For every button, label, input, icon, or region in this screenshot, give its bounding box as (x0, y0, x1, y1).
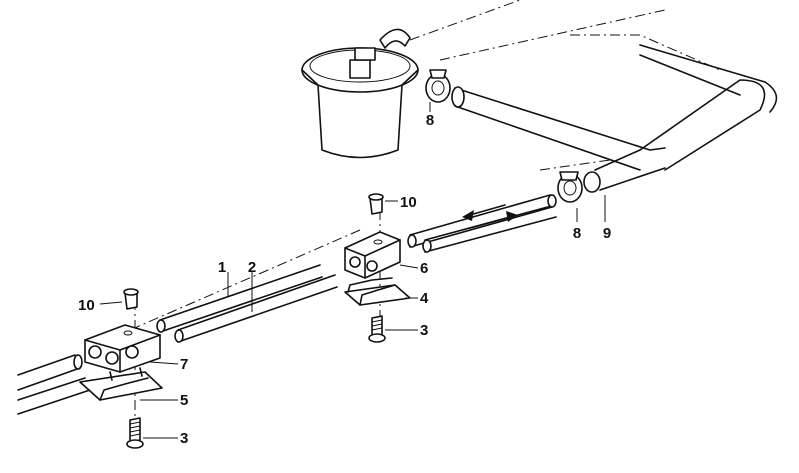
callout-2: 2 (248, 259, 256, 276)
fuel-lines-middle (156, 264, 338, 343)
bracket-upper (344, 277, 411, 306)
screw-lower (126, 417, 144, 449)
rivet-plug-lower (123, 288, 139, 310)
hose-clamp-upper (425, 69, 451, 103)
callout-10-lower: 10 (78, 297, 95, 314)
leader-lines (99, 102, 606, 439)
line-clip-holder-lower (84, 324, 161, 373)
callout-5: 5 (180, 392, 188, 409)
double-arrow-icon (462, 204, 518, 229)
callout-1: 1 (218, 259, 226, 276)
return-hose-large (451, 44, 778, 193)
fuel-filter-canister (301, 28, 419, 159)
callout-3-lower: 3 (180, 430, 188, 447)
callout-4: 4 (420, 290, 429, 307)
assembly-lines (129, 0, 721, 440)
callout-6: 6 (420, 260, 428, 277)
hose-clamp-lower (557, 171, 583, 203)
callout-10-upper: 10 (400, 194, 417, 211)
fuel-lines-left (17, 354, 91, 415)
bracket-lower (79, 367, 163, 401)
callout-9: 9 (603, 225, 611, 242)
fuel-lines-right (407, 194, 557, 253)
rivet-plug-upper (368, 193, 384, 215)
callout-8-upper: 8 (426, 112, 434, 129)
callout-7: 7 (180, 356, 188, 373)
line-clip-holder-upper (344, 231, 401, 279)
callout-3-upper: 3 (420, 322, 428, 339)
screw-upper (368, 315, 386, 343)
callout-8-lower: 8 (573, 225, 581, 242)
